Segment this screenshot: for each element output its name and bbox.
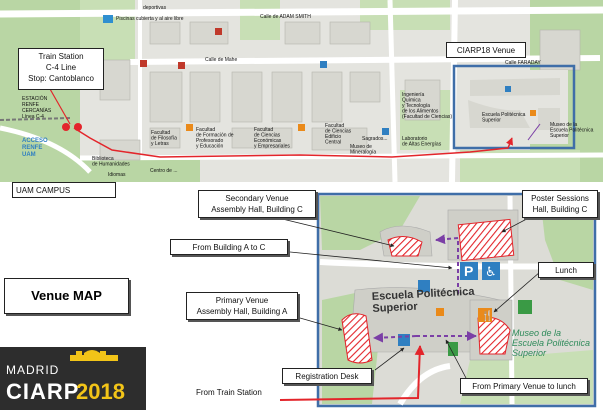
callout-poster-line2: Hall, Building C [532,205,588,214]
callout-poster-sessions: Poster Sessions Hall, Building C [522,190,598,218]
label-humanidades: Biblioteca de Humanidades [92,156,130,168]
label-museo-mineralogia: Museo de Mineralogía [350,144,376,156]
label-piscinas: Piscinas cubierta y al aire libre [116,16,184,22]
parking-icon-glyph: P [464,263,473,279]
label-deportivas: deportivas [143,5,167,11]
label-escuela: Escuela Politécnica Superior [482,112,527,124]
callout-primary-line1: Primary Venue [215,296,269,305]
label-laboratorio: Laboratorio de Altas Energías [402,136,442,148]
callout-secondary-line2: Assembly Hall, Building C [211,205,303,214]
callout-ciarp-venue-text: CIARP18 Venue [456,46,516,55]
route-a-to-c [435,234,459,294]
callout-uam-campus-text: UAM CAMPUS [16,186,71,195]
callout-lunch: Lunch [538,262,594,278]
venue-museum-label: Museo de la Escuela Politécnica Superior [512,328,593,358]
callout-primary-venue: Primary Venue Assembly Hall, Building A [186,292,298,320]
callout-a-to-c-text: From Building A to C [192,243,266,252]
label-ciencias: Facultad de Ciencias Edificio Central [325,123,353,146]
street-adam-smith: Calle de ADAM SMITH [260,14,311,20]
label-deporte: Centro de ... [150,168,178,174]
callout-lunch-text: Lunch [555,266,577,275]
museum-icon [448,342,458,356]
route-train-station [279,345,425,401]
callout-uam-campus: UAM CAMPUS [12,182,116,198]
logo-year: 2018 [76,379,125,404]
label-from-train-station: From Train Station [196,388,262,397]
callout-ciarp-venue: CIARP18 Venue [446,42,526,58]
restaurant-icon-glyph: 🍴 [481,309,493,322]
callout-to-lunch: From Primary Venue to lunch [460,378,588,394]
logo-madrid: MADRID [6,363,60,377]
venue-building-label: Escuela Politécnica Superior [372,285,479,315]
madrid-ciarp-logo: MADRID CIARP 2018 [0,347,146,410]
parking-icon [460,262,478,280]
label-idiomas: Idiomas [108,172,126,178]
callout-registration-text: Registration Desk [295,372,359,381]
label-sagrada: Sagrados... [362,136,388,142]
accessibility-icon-glyph: ♿ [485,265,497,280]
callout-train-station-line3: Stop: Cantoblanco [28,74,94,83]
secondary-venue-area [387,236,423,257]
callout-secondary-line1: Secondary Venue [225,194,289,203]
accessibility-icon-small [418,280,430,292]
callout-a-to-c: From Building A to C [170,239,288,255]
callout-secondary-venue: Secondary Venue Assembly Hall, Building … [198,190,316,218]
logo-skyline [70,350,118,361]
bus-icon [518,300,532,314]
label-ingenieria: Ingeniería Química y Tecnología de los A… [402,92,452,120]
label-acceso-renfe: ACCESO RENFE UAM [22,138,49,158]
label-museo-escuela: Museo de la Escuela Politécnica Superior [550,122,595,139]
label-filosofia: Facultad de Filosofía y Letras [151,130,178,147]
restaurant-icon [478,308,492,322]
building-a-box [436,308,444,316]
callout-train-station: Train Station C-4 Line Stop: Cantoblanco [18,48,104,90]
callout-poster-line1: Poster Sessions [531,194,589,203]
route-primary-left [373,332,417,343]
callout-train-station-line1: Train Station [38,52,84,61]
label-formacion: Facultad de Formación de Profesorado y E… [196,127,235,150]
callout-to-lunch-text: From Primary Venue to lunch [472,382,576,391]
callout-train-station-line2: C-4 Line [45,63,77,72]
primary-venue-area [341,313,373,364]
venue-map-title: Venue MAP [4,278,129,314]
accessibility-icon [482,262,500,280]
poster-hall-area [457,218,515,262]
callout-primary-line2: Assembly Hall, Building A [196,307,288,316]
callout-registration-desk: Registration Desk [282,368,372,384]
label-estacion: ESTACIÓN RENFE CERCANÍAS Línea C-4 [22,95,53,120]
campus-map: Piscinas cubierta y al aire libre deport… [0,0,603,183]
label-economicas: Facultad de Ciencias Económicas y Empres… [254,127,290,150]
street-faraday: Calle FARADAY [505,60,541,66]
street-mahe: Calle de Mahe [205,57,237,63]
logo-ciarp: CIARP [6,379,80,404]
